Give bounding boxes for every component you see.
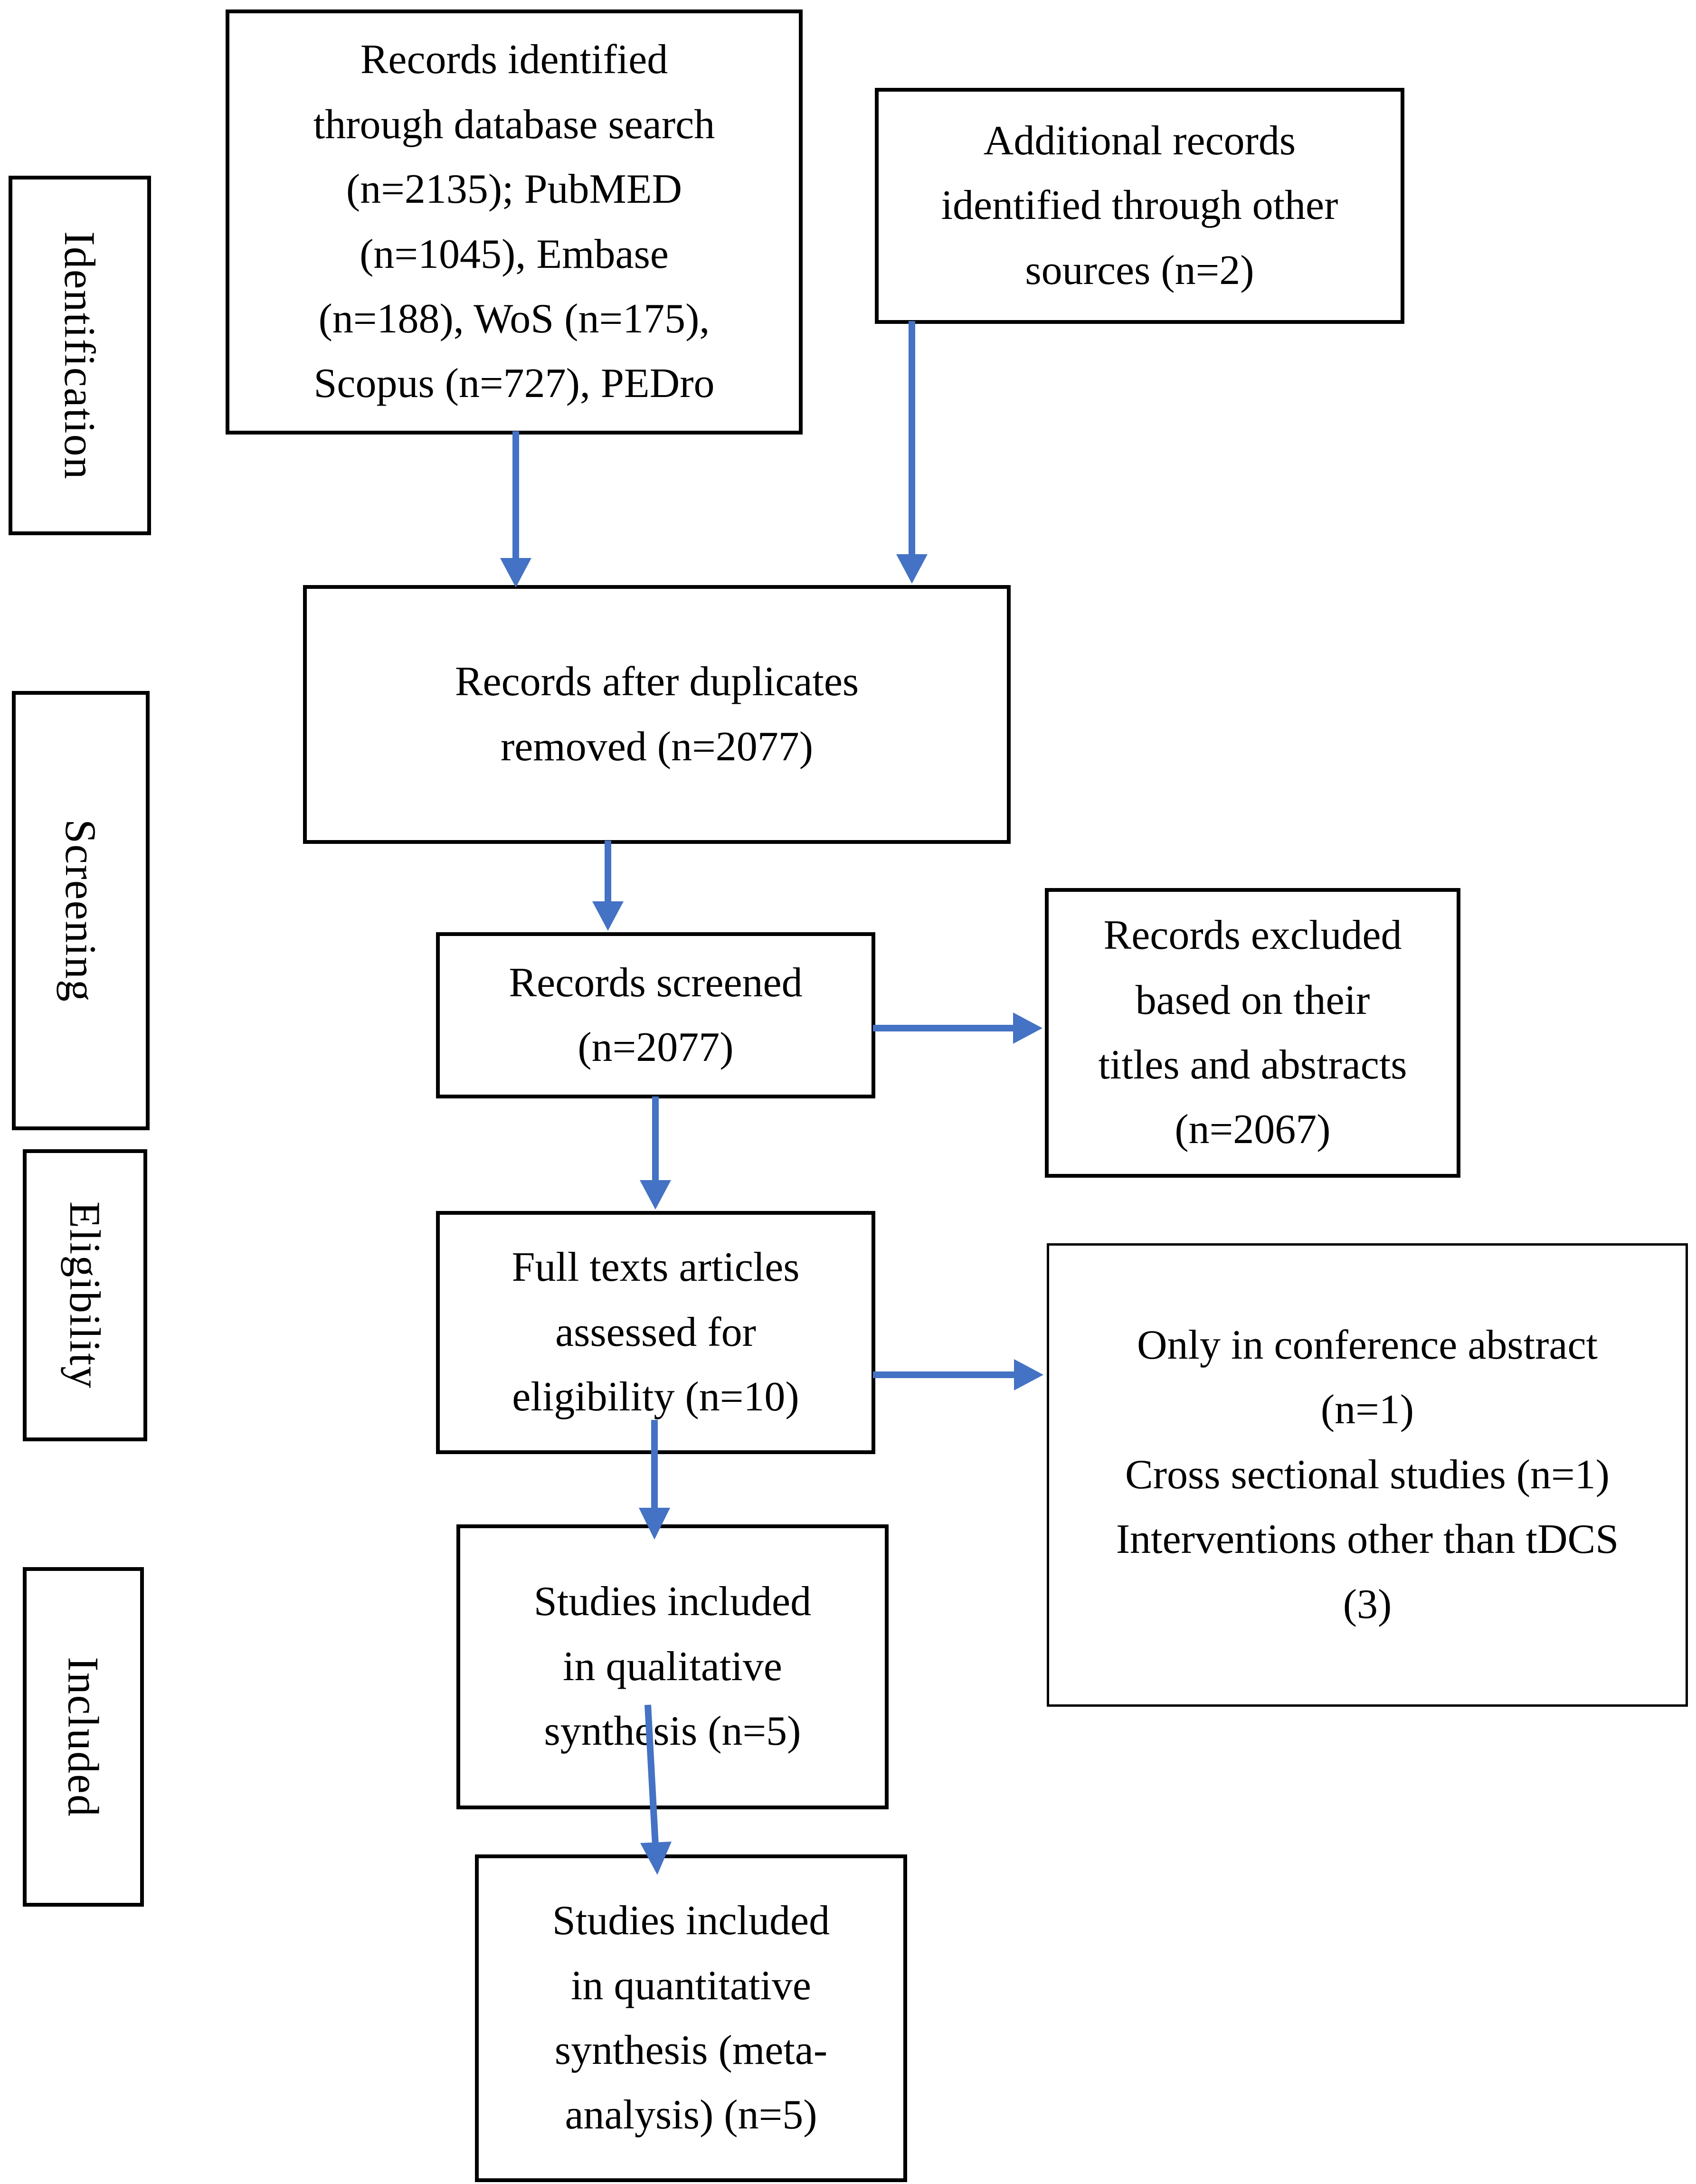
stage-box-identification: Identification <box>9 176 151 535</box>
box-qualitative-synthesis-text: Studies included in qualitative synthesi… <box>533 1579 812 1755</box>
arrow-screened-to-fulltexts <box>640 1097 671 1210</box>
stage-label-screening: Screening <box>57 819 105 1002</box>
box-quantitative-synthesis-text: Studies included in quantitative synthes… <box>552 1898 830 2138</box>
stage-box-eligibility: Eligibility <box>23 1149 147 1441</box>
box-quantitative-synthesis: Studies included in quantitative synthes… <box>475 1854 907 2182</box>
stage-box-screening: Screening <box>12 691 150 1130</box>
box-records-excluded-text: Records excluded based on their titles a… <box>1098 912 1407 1153</box>
box-fulltext-exclusions: Only in conference abstract (n=1) Cross … <box>1047 1243 1688 1707</box>
box-records-identified: Records identified through database sear… <box>226 9 803 435</box>
arrow-duplicates-to-screened <box>592 841 624 931</box>
arrow-additional-to-duplicates <box>896 321 928 584</box>
box-fulltext-exclusions-text: Only in conference abstract (n=1) Cross … <box>1116 1322 1619 1627</box>
arrow-identified-to-duplicates <box>500 431 531 587</box>
stage-label-included: Included <box>59 1656 108 1817</box>
box-records-excluded: Records excluded based on their titles a… <box>1045 888 1460 1178</box>
box-full-texts-assessed-text: Full texts articles assessed for eligibi… <box>512 1244 800 1420</box>
box-records-screened: Records screened (n=2077) <box>436 932 875 1098</box>
box-additional-records: Additional records identified through ot… <box>875 88 1404 324</box>
stage-label-eligibility: Eligibility <box>61 1201 109 1390</box>
box-records-screened-text: Records screened (n=2077) <box>509 959 803 1070</box>
stage-label-identification: Identification <box>56 231 104 480</box>
arrow-screened-to-excluded <box>873 1012 1042 1044</box>
box-records-identified-text: Records identified through database sear… <box>313 37 715 407</box>
box-additional-records-text: Additional records identified through ot… <box>941 117 1338 293</box>
arrow-fulltexts-to-reasons <box>873 1359 1043 1390</box>
box-qualitative-synthesis: Studies included in qualitative synthesi… <box>456 1524 889 1809</box>
box-full-texts-assessed: Full texts articles assessed for eligibi… <box>436 1211 875 1454</box>
box-duplicates-removed: Records after duplicates removed (n=2077… <box>303 585 1011 844</box>
box-duplicates-removed-text: Records after duplicates removed (n=2077… <box>455 659 859 770</box>
stage-box-included: Included <box>23 1567 144 1907</box>
